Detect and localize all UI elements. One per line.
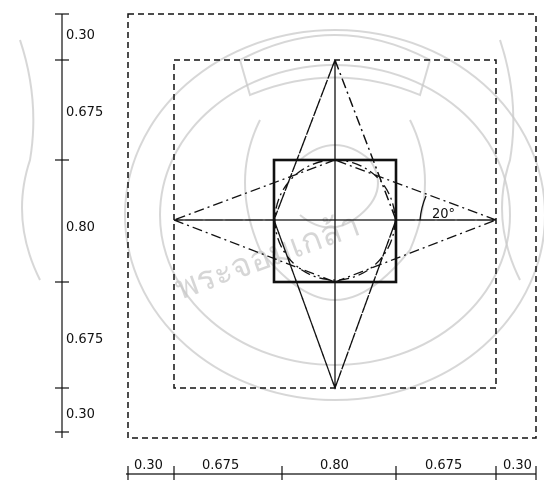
bottom-dimension-label-3: 0.80	[320, 458, 349, 473]
star-edge-top-right	[334, 59, 397, 221]
bottom-dimension-chain: 0.30 0.675 0.80 0.675 0.30	[126, 458, 537, 480]
left-dimension-label-1: 0.30	[66, 28, 95, 43]
bottom-dimension-label-1: 0.30	[134, 458, 163, 473]
left-dimension-label-3: 0.80	[66, 220, 95, 235]
star-edge-right-top-outer	[334, 159, 497, 221]
star-edge-left-bottom-outer	[173, 219, 336, 283]
bottom-dimension-label-5: 0.30	[503, 458, 532, 473]
star-edge-left-top	[273, 59, 336, 221]
angle-label: 20°	[432, 207, 455, 222]
left-dimension-label-2: 0.675	[66, 105, 103, 120]
star-edge-right-bottom	[334, 219, 397, 389]
left-dimension-label-5: 0.30	[66, 407, 95, 422]
left-dimension-chain: 0.30 0.675 0.80 0.675 0.30	[55, 13, 103, 438]
star-edge-bottom-left	[273, 219, 336, 389]
star-edge-bottom-right-outer	[334, 219, 497, 283]
star-edge-top-left-outer	[173, 159, 336, 221]
outer-dashed-boundary	[127, 13, 537, 439]
angle-arc	[419, 195, 427, 221]
bottom-dimension-label-2: 0.675	[202, 458, 239, 473]
left-dimension-label-4: 0.675	[66, 332, 103, 347]
bottom-dimension-label-4: 0.675	[425, 458, 462, 473]
